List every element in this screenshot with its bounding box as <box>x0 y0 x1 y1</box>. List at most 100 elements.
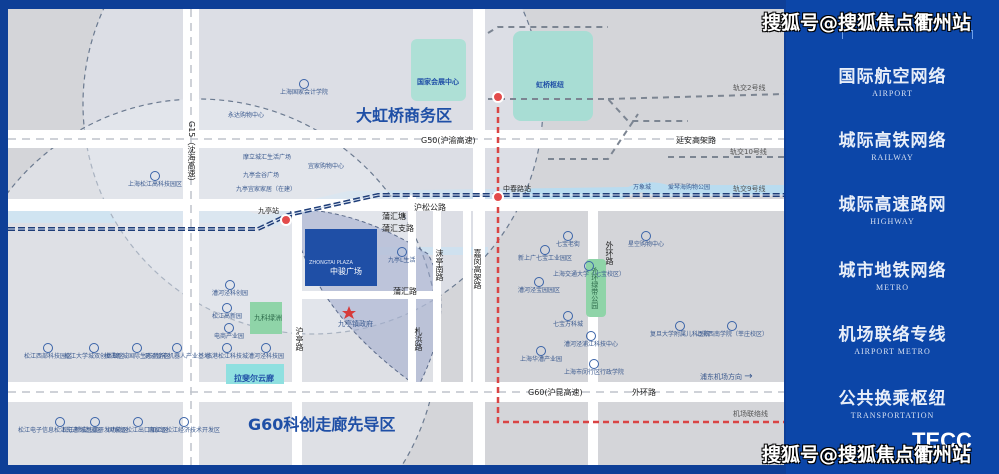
poi: 复旦大学附属儿科医院 <box>650 321 710 339</box>
map-canvas <box>8 9 784 465</box>
bracket-decoration <box>962 30 973 39</box>
poi-icon <box>563 231 573 241</box>
poi-icon <box>222 343 232 353</box>
road-zhabang: 札浜路 <box>414 327 423 351</box>
green-park-2-label: 外环绿带公园 <box>590 267 599 309</box>
poi-icon <box>89 343 99 353</box>
lazer-cloud-label: 拉斐尔云廊 <box>234 374 274 383</box>
poi-icon <box>55 417 65 427</box>
poi: 九亭金谷广场 <box>243 172 280 179</box>
poi-icon <box>536 346 546 356</box>
poi-icon <box>299 79 309 89</box>
arrow-right-icon: → <box>744 371 753 382</box>
poi-icon <box>90 417 100 427</box>
metro-line9-label: 轨交9号线 <box>733 185 766 193</box>
poi-icon <box>224 323 234 333</box>
poi: 松江新城总部研发功能区 <box>62 417 128 435</box>
poi: 松江电子信息松江先进制造园区 <box>18 417 102 435</box>
station-zhongchun-label: 中春路站 <box>503 185 531 193</box>
poi-icon <box>172 343 182 353</box>
district-hongqiao: 大虹桥商务区 <box>356 106 453 125</box>
poi: 星空购物中心 <box>628 231 664 249</box>
project-logo-zh: 中骏广场 <box>330 267 362 276</box>
brand-logo: TECC <box>912 428 972 453</box>
road-g15: G15（沈海高速） <box>187 121 196 186</box>
poi: 九亭L生活 <box>388 247 415 265</box>
station-icon[interactable] <box>280 214 292 226</box>
road-yanan: 延安高架路 <box>676 136 716 145</box>
watermark-bottom: 搜狐号@搜狐焦点衢州站 <box>762 444 972 466</box>
poi: 上海市闵行区行政学院 <box>564 359 624 377</box>
road-jiamin: 嘉闵高架路 <box>473 249 482 289</box>
watermark-top: 搜狐号@搜狐焦点衢州站 <box>762 12 972 34</box>
poi: 万象城 <box>633 184 652 191</box>
poi-icon <box>225 280 235 290</box>
convention-center-label: 国家会展中心 <box>417 78 459 86</box>
poi: 松江高新园 <box>212 303 242 321</box>
metro-line2-label: 轨交2号线 <box>733 84 766 92</box>
poi-icon <box>133 417 143 427</box>
poi-icon <box>396 247 407 257</box>
poi-icon <box>150 171 160 181</box>
poi: 松江大学城双创集聚区 <box>64 343 124 361</box>
poi: 漕河泾科创园 <box>212 280 248 298</box>
poi: 漕河泾科技园 <box>248 343 284 361</box>
poi-icon <box>222 303 232 313</box>
poi: 洞泾智能机器人产业基地 <box>144 343 210 361</box>
hongqiao-hub-label: 虹桥枢纽 <box>536 81 564 89</box>
poi: 松江新城国际生态商务区 <box>104 343 170 361</box>
poi-icon <box>534 277 544 287</box>
poi: 上海华漕产业园 <box>520 346 562 364</box>
poi-icon <box>540 245 550 255</box>
poi: 宜家购物中心 <box>308 163 345 170</box>
road-outer-ring-2: 外环路 <box>632 388 656 397</box>
poi-icon <box>675 321 685 331</box>
poi: 漕河泾宝园园区 <box>518 277 560 295</box>
poi: 爱琴海购物公园 <box>668 184 711 191</box>
poi: 临港松江科技城 <box>206 343 248 361</box>
poi-icon <box>641 231 651 241</box>
poi-icon <box>132 343 142 353</box>
poi-icon <box>584 261 594 271</box>
station-icon[interactable] <box>492 191 504 203</box>
road-husong: 沪松公路 <box>414 203 446 212</box>
poi: 国家级松江出口加工区 <box>108 417 168 435</box>
road-puhui-branch: 蒲汇支路 <box>382 224 414 233</box>
pudong-airport-direction[interactable]: 浦东机场方向 → <box>700 371 753 382</box>
road-huting: 沪亭路 <box>295 327 304 351</box>
airport-link-label: 机场联络线 <box>733 410 768 418</box>
poi: 七宝老街 <box>556 231 580 249</box>
poi: 松江西部科技园区 <box>24 343 72 361</box>
metro-line10-label: 轨交10号线 <box>730 148 767 156</box>
poi: 电商产业园 <box>214 323 244 341</box>
poi-icon <box>727 321 737 331</box>
road-puhui-river: 蒲汇塘 <box>382 212 406 221</box>
poi-icon <box>586 331 596 341</box>
bracket-decoration <box>842 30 853 39</box>
poi-icon <box>179 417 189 427</box>
poi: 上海交通大学（七宝校区） <box>553 261 625 279</box>
project-logo-en: ZHONGTAI PLAZA <box>309 260 353 266</box>
poi-icon <box>589 359 599 369</box>
green-park-label: 九科绿洲 <box>254 314 282 322</box>
location-map[interactable]: 大虹桥商务区 G60科创走廊先导区 国家会展中心 虹桥枢纽 ZHONGTAI P… <box>8 9 784 465</box>
poi: 漕河泾浦江科技中心 <box>564 331 618 349</box>
road-shenting-south: 沫亭南路 <box>435 249 444 281</box>
star-label: 九亭镇政府 <box>338 320 373 328</box>
road-g50: G50(沪渝高速) <box>421 136 476 145</box>
station-icon[interactable] <box>492 91 504 103</box>
road-outer-ring: 外环路 <box>605 241 614 265</box>
road-puhui: 蒲汇路 <box>393 287 417 296</box>
poi: 七宝万科城 <box>553 311 583 329</box>
poi: 新上广七宝工业园区 <box>518 245 572 263</box>
poi: 永达购物中心 <box>228 112 265 119</box>
station-jiuting-label: 九亭站 <box>258 207 279 215</box>
road-g60: G60(沪昆高速) <box>528 388 583 397</box>
